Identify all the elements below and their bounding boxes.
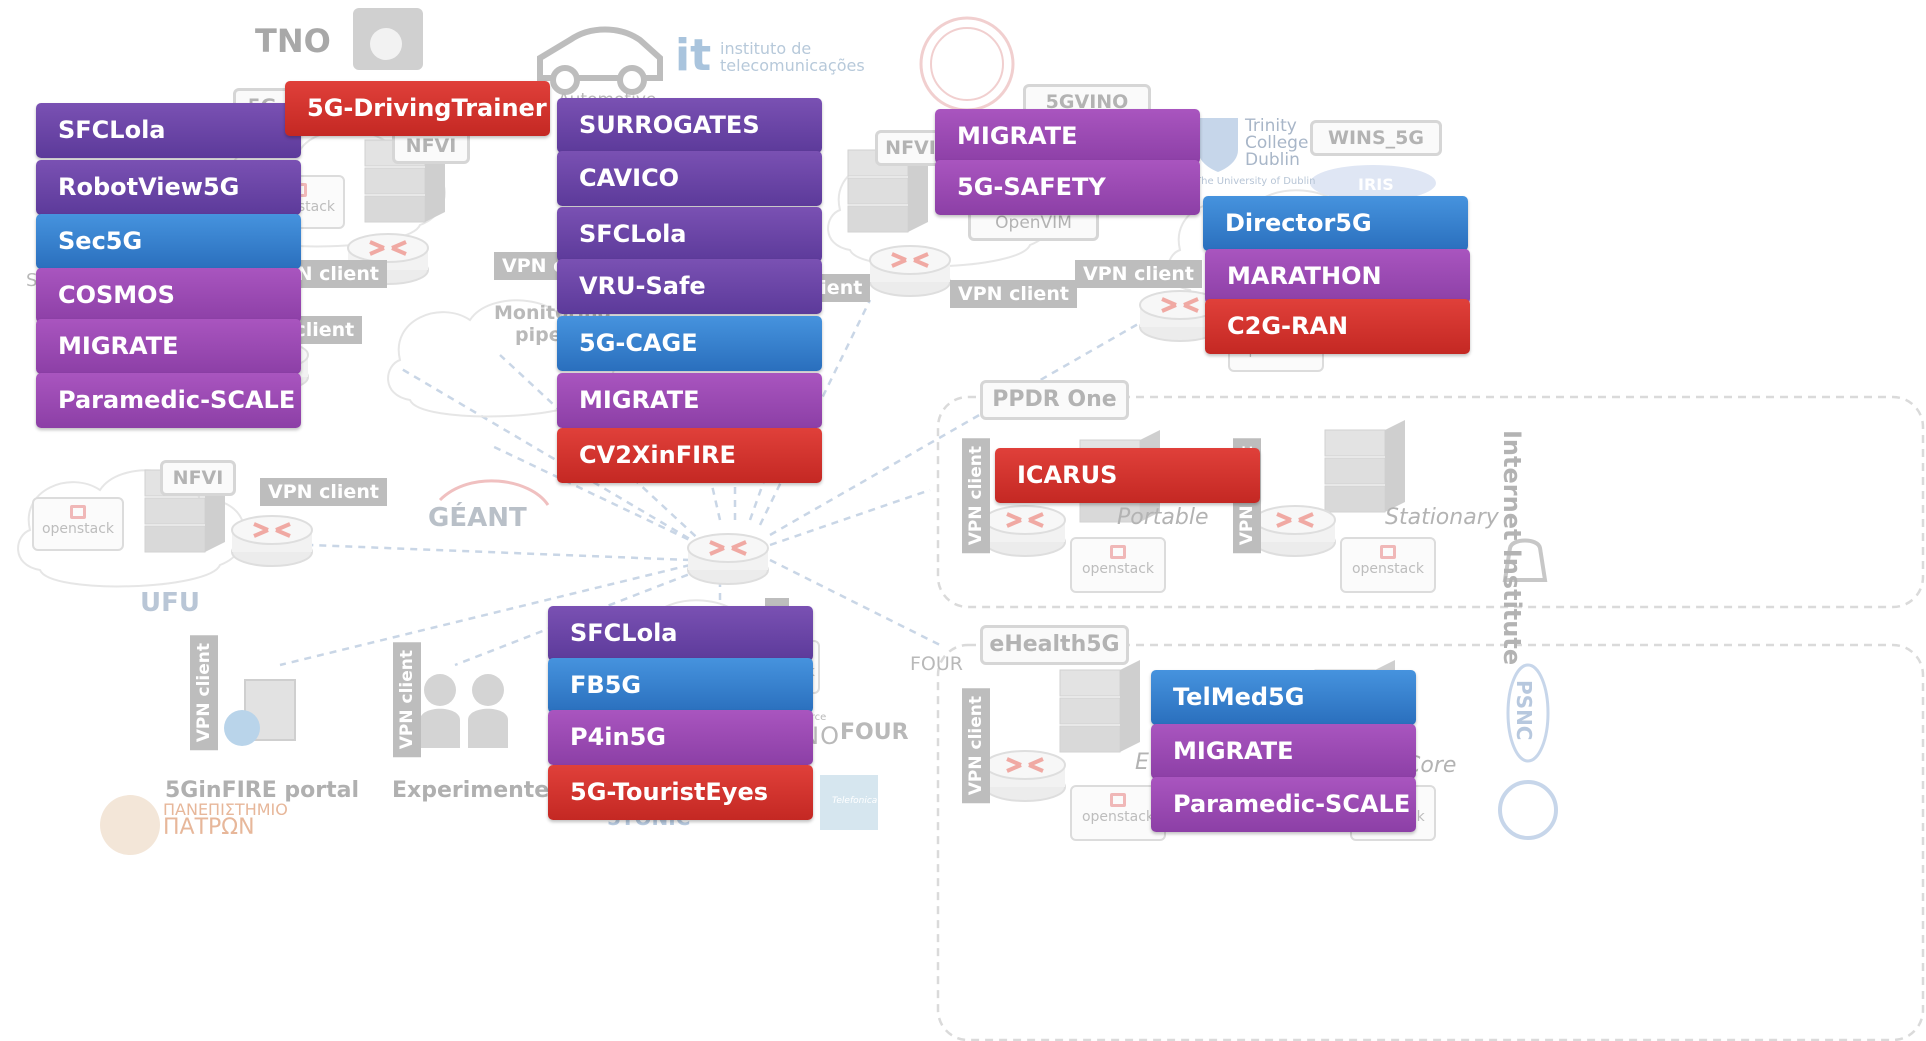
tcd-logo-line1: Trinity	[1245, 116, 1297, 136]
patras-logo-line2: ΠΑΤΡΩΝ	[163, 815, 255, 840]
four-label-b: FOUR	[840, 720, 909, 745]
vpn-client-vertical-ppdr-portable: VPN client	[962, 438, 990, 554]
openstack-badge-4: openstack	[1340, 537, 1436, 593]
project-robotview5g[interactable]: RobotView5G	[36, 160, 301, 215]
project-c2g-ran[interactable]: C2G-RAN	[1205, 299, 1470, 354]
car-icon	[537, 26, 663, 95]
project-migrate[interactable]: MIGRATE	[1151, 724, 1416, 779]
project-sfclola[interactable]: SFCLola	[557, 207, 822, 262]
tcd-logo-line3: Dublin	[1245, 150, 1300, 170]
left-edge-letter: S	[26, 270, 38, 291]
project-sfclola[interactable]: SFCLola	[548, 606, 813, 661]
portal-label: 5GinFIRE portal	[165, 778, 360, 803]
patras-logo-line1: ΠΑΝΕΠΙΣΤΗΜΙΟ	[163, 800, 288, 819]
wins5g-label: WINS_5G	[1310, 120, 1442, 156]
project-marathon[interactable]: MARATHON	[1205, 249, 1470, 304]
internet-institute-logo: Internet Institute	[1498, 430, 1526, 666]
four-label-a: FOUR	[910, 653, 963, 675]
project-sfclola[interactable]: SFCLola	[36, 103, 301, 158]
portable-label: Portable	[1117, 505, 1209, 530]
tcd-logo-sub: The University of Dublin	[1195, 176, 1316, 187]
project-surrogates[interactable]: SURROGATES	[557, 98, 822, 153]
project-vru-safe[interactable]: VRU-Safe	[557, 259, 822, 314]
project-cavico[interactable]: CAVICO	[557, 151, 822, 206]
project-cv2xinfire[interactable]: CV2XinFIRE	[557, 428, 822, 483]
project-director5g[interactable]: Director5G	[1203, 196, 1468, 251]
experimenters-icon	[420, 674, 508, 748]
project-paramedic-scale[interactable]: Paramedic-SCALE	[1151, 777, 1416, 832]
project-migrate[interactable]: MIGRATE	[557, 373, 822, 428]
project-cosmos[interactable]: COSMOS	[36, 268, 301, 323]
project-sec5g[interactable]: Sec5G	[36, 214, 301, 269]
psnc-logo: PSNC	[1512, 680, 1536, 741]
project-p4in5g[interactable]: P4in5G	[548, 710, 813, 765]
iris-label: IRIS	[1358, 175, 1394, 194]
project-5g-safety[interactable]: 5G-SAFETY	[935, 160, 1200, 215]
geant-logo: GÉANT	[428, 503, 527, 533]
it-logo-mark: it	[675, 30, 712, 81]
stationary-label: Stationary	[1385, 505, 1499, 530]
ufu-logo: UFU	[140, 588, 200, 618]
openstack-badge-3: openstack	[1070, 537, 1166, 593]
project-5g-cage[interactable]: 5G-CAGE	[557, 316, 822, 371]
project-paramedic-scale[interactable]: Paramedic-SCALE	[36, 373, 301, 428]
vpn-client-label-6: VPN client	[950, 280, 1077, 308]
project-migrate[interactable]: MIGRATE	[935, 109, 1200, 164]
ehealth5g-label: eHealth5G	[980, 625, 1129, 665]
project-5g-drivingtrainer[interactable]: 5G-DrivingTrainer	[285, 81, 550, 136]
project-telmed5g[interactable]: TelMed5G	[1151, 670, 1416, 725]
vpn-client-vertical-ehealth: VPN client	[962, 688, 990, 804]
it-logo-text: instituto de telecomunicações	[720, 39, 865, 75]
vpn-client-label-3: VPN client	[260, 478, 387, 506]
nfvi-label-left: NFVI	[160, 460, 236, 496]
telefonica-logo: Telefonica	[832, 796, 878, 806]
ppdr-one-label: PPDR One	[980, 380, 1129, 420]
project-5g-touristeyes[interactable]: 5G-TouristEyes	[548, 765, 813, 820]
vpn-client-vertical-portal: VPN client	[190, 635, 218, 751]
tno-logo: TNO	[255, 22, 331, 60]
project-migrate[interactable]: MIGRATE	[36, 319, 301, 374]
monitoring-label-2: pipel	[515, 324, 569, 346]
project-icarus[interactable]: ICARUS	[995, 448, 1260, 503]
vpn-client-vertical-experimenters: VPN client	[393, 642, 421, 758]
tcd-logo-line2: College	[1245, 133, 1309, 153]
edge-label-partial: E	[1135, 750, 1149, 775]
vpn-client-label-7: VPN client	[1075, 260, 1202, 288]
openstack-badge-2: openstack	[32, 497, 124, 551]
experimenters-label: Experimenters	[392, 778, 574, 803]
project-fb5g[interactable]: FB5G	[548, 658, 813, 713]
